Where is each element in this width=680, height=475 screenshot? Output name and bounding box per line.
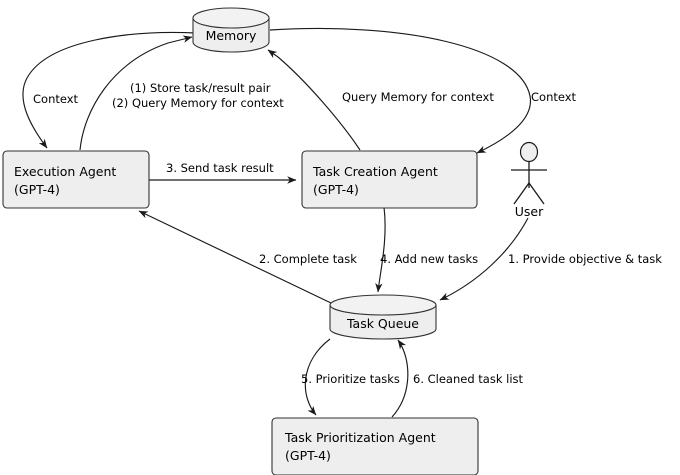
task-creation-agent-label-line1: Task Creation Agent <box>312 164 438 179</box>
edge-creation-to-memory-path <box>267 49 361 151</box>
user-label: User <box>515 204 544 219</box>
edge-execution-to-memory-label-line2: (2) Query Memory for context <box>112 96 284 110</box>
edge-queue-to-prioritization: 5. Prioritize tasks <box>301 338 400 416</box>
edge-creation-to-queue: 4. Add new tasks <box>375 206 478 293</box>
edge-prioritization-to-queue: 6. Cleaned task list <box>391 339 524 418</box>
task-creation-agent-label-line2: (GPT-4) <box>313 182 359 197</box>
edge-creation-to-memory-label: Query Memory for context <box>342 90 494 104</box>
edge-prioritization-to-queue-label: 6. Cleaned task list <box>413 372 524 386</box>
task-prioritization-agent-box <box>271 417 479 475</box>
execution-agent-label-line1: Execution Agent <box>14 164 116 179</box>
edge-prioritization-to-queue-path <box>391 339 409 418</box>
task-queue-label: Task Queue <box>346 316 419 331</box>
edge-creation-to-queue-label: 4. Add new tasks <box>380 252 478 266</box>
node-execution-agent[interactable]: Execution Agent (GPT-4) <box>2 150 150 209</box>
edge-queue-to-execution: 2. Complete task <box>138 210 357 304</box>
node-memory[interactable]: Memory <box>192 7 270 53</box>
edge-user-to-queue-path <box>439 217 529 301</box>
memory-label: Memory <box>206 28 257 43</box>
edge-queue-to-execution-path <box>138 210 332 304</box>
user-legs-icon <box>513 181 545 205</box>
edge-execution-to-creation: 3. Send task result <box>149 161 297 184</box>
task-prioritization-agent-label-line2: (GPT-4) <box>285 448 331 463</box>
edge-queue-to-prioritization-label: 5. Prioritize tasks <box>301 372 400 386</box>
memory-cylinder-top <box>192 7 270 29</box>
task-prioritization-agent-label-line1: Task Prioritization Agent <box>284 430 436 445</box>
node-task-prioritization-agent[interactable]: Task Prioritization Agent (GPT-4) <box>271 417 479 475</box>
execution-agent-label-line2: (GPT-4) <box>14 182 60 197</box>
edge-execution-to-creation-label: 3. Send task result <box>166 161 274 175</box>
task-creation-agent-box <box>301 150 478 209</box>
edge-memory-to-execution-path <box>22 31 197 149</box>
edge-execution-to-memory: (1) Store task/result pair (2) Query Mem… <box>79 35 284 151</box>
user-head-icon <box>519 141 539 163</box>
edge-execution-to-memory-path <box>79 35 193 151</box>
node-user-actor[interactable]: User <box>511 141 547 220</box>
edge-user-to-queue: 1. Provide objective & task <box>439 217 662 301</box>
node-task-creation-agent[interactable]: Task Creation Agent (GPT-4) <box>301 150 478 209</box>
execution-agent-box <box>2 150 150 209</box>
edge-memory-to-execution: Context <box>22 31 197 149</box>
node-task-queue[interactable]: Task Queue <box>329 294 437 340</box>
edge-creation-to-queue-path <box>375 206 386 293</box>
edge-memory-to-creation-label: Context <box>531 90 577 104</box>
task-queue-cylinder-top <box>329 294 437 316</box>
edge-user-to-queue-label: 1. Provide objective & task <box>508 252 662 266</box>
edge-memory-to-creation-path <box>269 27 531 154</box>
edge-memory-to-creation: Context <box>269 27 577 154</box>
edge-memory-to-execution-label: Context <box>33 92 79 106</box>
edge-queue-to-execution-label: 2. Complete task <box>259 252 357 266</box>
edge-creation-to-memory: Query Memory for context <box>267 49 494 151</box>
edge-execution-to-memory-label-line1: (1) Store task/result pair <box>130 81 271 95</box>
edge-queue-to-prioritization-path <box>304 338 331 416</box>
